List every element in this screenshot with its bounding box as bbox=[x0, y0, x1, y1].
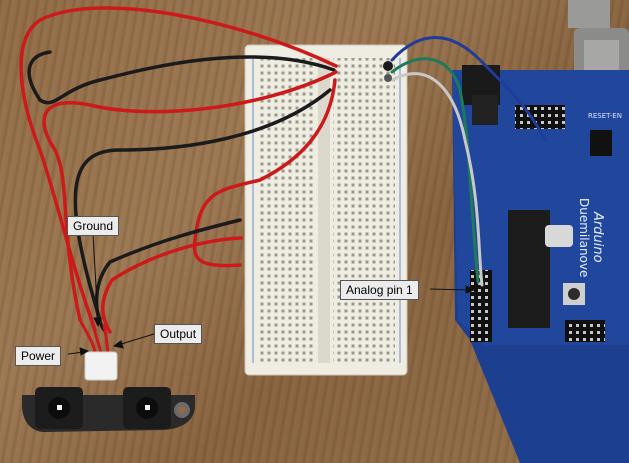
jst-connector bbox=[84, 351, 118, 381]
atmega-chip bbox=[508, 210, 550, 328]
reset-en-label: RESET-EN bbox=[588, 112, 622, 120]
ir-distance-sensor bbox=[22, 387, 195, 432]
power-label: Power bbox=[15, 346, 62, 366]
output-label: Output bbox=[154, 324, 203, 344]
red-wire-3 bbox=[192, 78, 337, 268]
wire-end bbox=[383, 61, 393, 71]
red-wire-1 bbox=[19, 6, 338, 332]
sensor-leads bbox=[78, 319, 118, 381]
arrow-head bbox=[79, 347, 90, 356]
arrow-head bbox=[465, 285, 476, 294]
red-wire-2 bbox=[42, 70, 338, 322]
arduino-brand-label: Arduino bbox=[590, 211, 605, 263]
wire-end bbox=[384, 74, 392, 82]
arduino-model-label: Duemilanove bbox=[577, 198, 591, 277]
blue-wire bbox=[390, 36, 547, 142]
arduino-board: RESET-EN Arduino Duemilanove bbox=[452, 65, 629, 463]
jumper-wires bbox=[19, 6, 547, 334]
green-wire bbox=[390, 57, 480, 284]
crystal bbox=[545, 225, 573, 247]
red-wire-4 bbox=[101, 236, 243, 334]
callout-arrows bbox=[67, 233, 476, 356]
ground-label: Ground bbox=[67, 216, 120, 236]
arrow-head bbox=[112, 340, 124, 349]
arrow-head bbox=[93, 317, 102, 328]
black-wire-1 bbox=[27, 50, 336, 105]
white-wire bbox=[390, 72, 484, 287]
analog-pin-label: Analog pin 1 bbox=[340, 280, 419, 300]
